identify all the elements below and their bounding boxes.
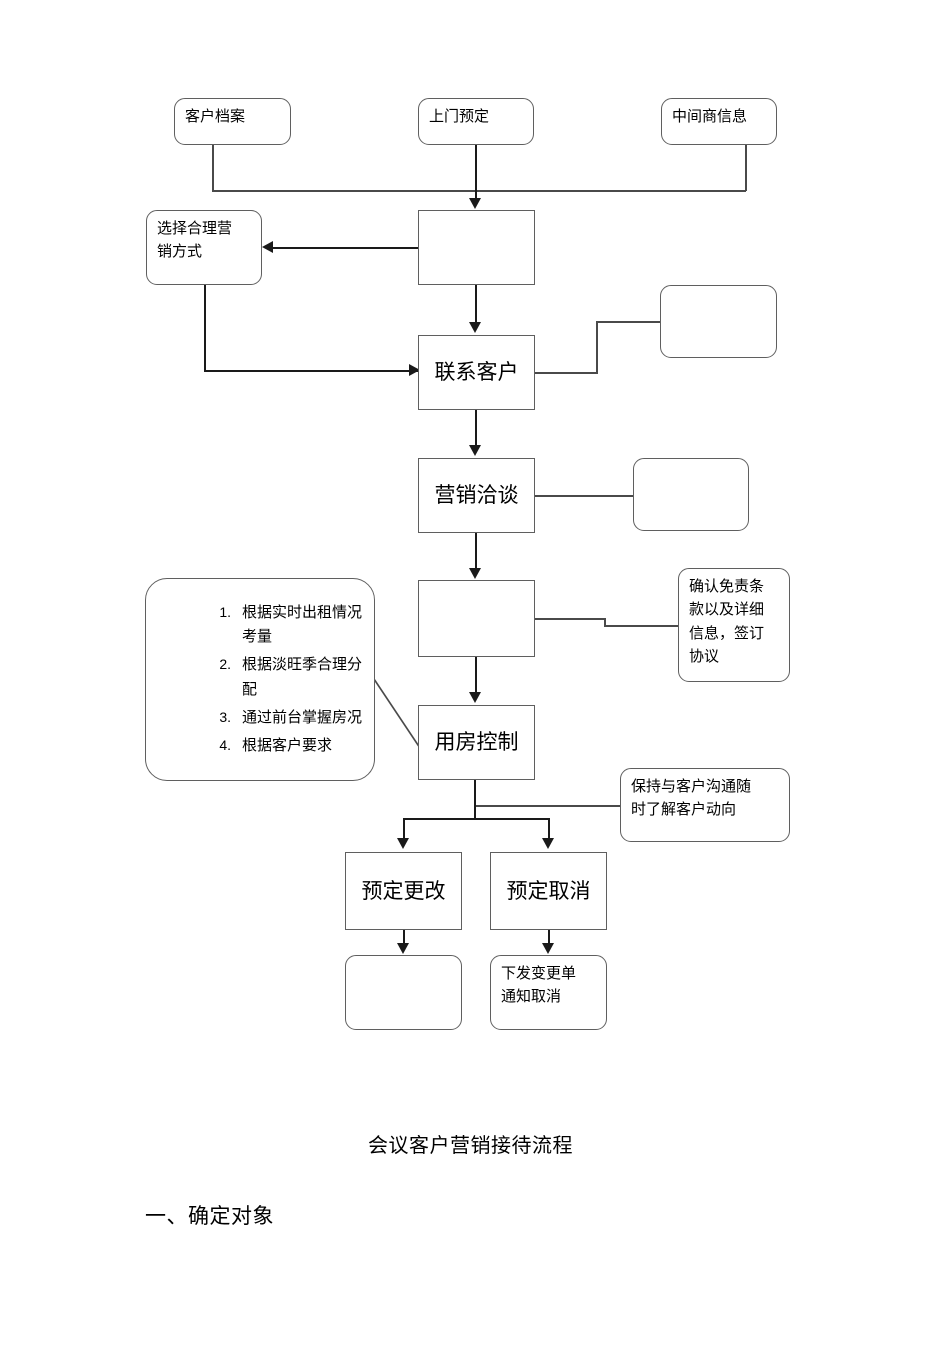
- arrowhead-into-choose-marketing: [262, 241, 273, 253]
- flow-node-choose-marketing[interactable]: 选择合理营 销方式: [146, 210, 262, 285]
- list-item: 根据淡旺季合理分配: [205, 653, 363, 698]
- list-item: 根据实时出租情况考量: [205, 601, 363, 645]
- flow-node-booking-cancel[interactable]: 预定取消: [490, 852, 607, 930]
- connector-contact-note-v: [596, 322, 598, 374]
- connector-branch-left: [403, 818, 405, 840]
- arrowhead-into-collect: [469, 198, 481, 209]
- connector-contact-to-talk: [475, 410, 477, 447]
- arrowhead-into-marketing-talk: [469, 445, 481, 456]
- diagram-caption: 会议客户营销接待流程: [368, 1135, 573, 1157]
- connector-branch-right: [548, 818, 550, 840]
- flow-node-sign-note[interactable]: 确认免责条 款以及详细 信息，签订 协议: [678, 568, 790, 682]
- arrowhead-into-cancel-result: [542, 943, 554, 954]
- connector-merge-bus: [212, 190, 746, 192]
- arrowhead-into-change-result: [397, 943, 409, 954]
- arrowhead-into-contact-customer: [409, 364, 420, 376]
- connector-branch-bus: [403, 818, 550, 820]
- flow-node-booking-cancel-label: 预定取消: [506, 878, 591, 903]
- flow-node-contact-note[interactable]: [660, 285, 777, 358]
- flow-node-marketing-talk-label: 营销洽谈: [434, 483, 519, 508]
- flow-node-communication-note[interactable]: 保持与客户沟通随 时了解客户动向: [620, 768, 790, 842]
- connector-choose-to-contact: [204, 370, 418, 372]
- connector-talk-to-sign: [475, 533, 477, 570]
- flow-node-agent-info-label: 中间商信息: [672, 109, 748, 125]
- connector-criteria-to-room: [371, 675, 421, 749]
- connector-room-to-comm-note: [476, 805, 622, 807]
- arrowhead-into-sign-step: [469, 568, 481, 579]
- connector-contact-note-h1: [535, 372, 597, 374]
- flow-node-customer-file-label: 客户档案: [185, 109, 246, 125]
- arrowhead-into-room-control: [469, 692, 481, 703]
- connector-collect-to-contact: [475, 285, 477, 325]
- arrowhead-into-booking-change: [397, 838, 409, 849]
- flow-node-walk-in-booking-label: 上门预定: [429, 109, 490, 125]
- connector-collect-to-choose: [272, 247, 419, 249]
- flow-node-criteria-list[interactable]: 根据实时出租情况考量 根据淡旺季合理分配 通过前台掌握房况 根据客户要求: [145, 578, 375, 781]
- connector-talk-to-note: [535, 495, 634, 497]
- connector-choose-down: [204, 285, 206, 371]
- flow-node-agent-info[interactable]: 中间商信息: [661, 98, 777, 145]
- flow-node-room-control-label: 用房控制: [434, 730, 519, 755]
- connector-sign-note-h2: [604, 625, 680, 627]
- section-heading: 一、确定对象: [145, 1204, 274, 1228]
- flow-node-booking-change[interactable]: 预定更改: [345, 852, 462, 930]
- flow-node-marketing-note[interactable]: [633, 458, 749, 531]
- list-item: 通过前台掌握房况: [205, 706, 363, 729]
- arrowhead-into-booking-cancel: [542, 838, 554, 849]
- flow-node-choose-marketing-label: 选择合理营 销方式: [157, 221, 233, 261]
- connector-sign-note-h1: [535, 618, 605, 620]
- flow-node-collect[interactable]: [418, 210, 535, 285]
- flow-node-sign-note-label: 确认免责条 款以及详细 信息，签订 协议: [689, 579, 765, 665]
- flow-node-walk-in-booking[interactable]: 上门预定: [418, 98, 534, 145]
- connector-walk-in-to-collect: [475, 145, 477, 202]
- connector-sign-note-v: [604, 618, 606, 627]
- connector-customer-file-stem: [212, 145, 214, 191]
- flow-node-sign-step[interactable]: [418, 580, 535, 657]
- connector-contact-note-h2: [596, 321, 662, 323]
- flow-node-change-result[interactable]: [345, 955, 462, 1030]
- flow-node-contact-customer-label: 联系客户: [434, 360, 519, 385]
- list-item: 根据客户要求: [205, 734, 333, 757]
- flow-node-communication-note-label: 保持与客户沟通随 时了解客户动向: [631, 779, 752, 819]
- flow-node-contact-customer[interactable]: 联系客户: [418, 335, 535, 410]
- flow-node-cancel-result[interactable]: 下发变更单 通知取消: [490, 955, 607, 1030]
- flow-node-marketing-talk[interactable]: 营销洽谈: [418, 458, 535, 533]
- connector-cancel-to-result: [548, 930, 550, 946]
- connector-room-stem: [474, 780, 476, 820]
- criteria-list: 根据实时出租情况考量 根据淡旺季合理分配 通过前台掌握房况 根据客户要求: [146, 601, 374, 759]
- connector-sign-to-room: [475, 657, 477, 694]
- flow-node-cancel-result-label: 下发变更单 通知取消: [501, 966, 577, 1006]
- flow-node-room-control[interactable]: 用房控制: [418, 705, 535, 780]
- connector-agent-info-stem: [745, 145, 747, 191]
- flow-node-booking-change-label: 预定更改: [361, 878, 446, 903]
- arrowhead-collect-to-contact: [469, 322, 481, 333]
- connector-change-to-result: [403, 930, 405, 946]
- flow-node-customer-file[interactable]: 客户档案: [174, 98, 291, 145]
